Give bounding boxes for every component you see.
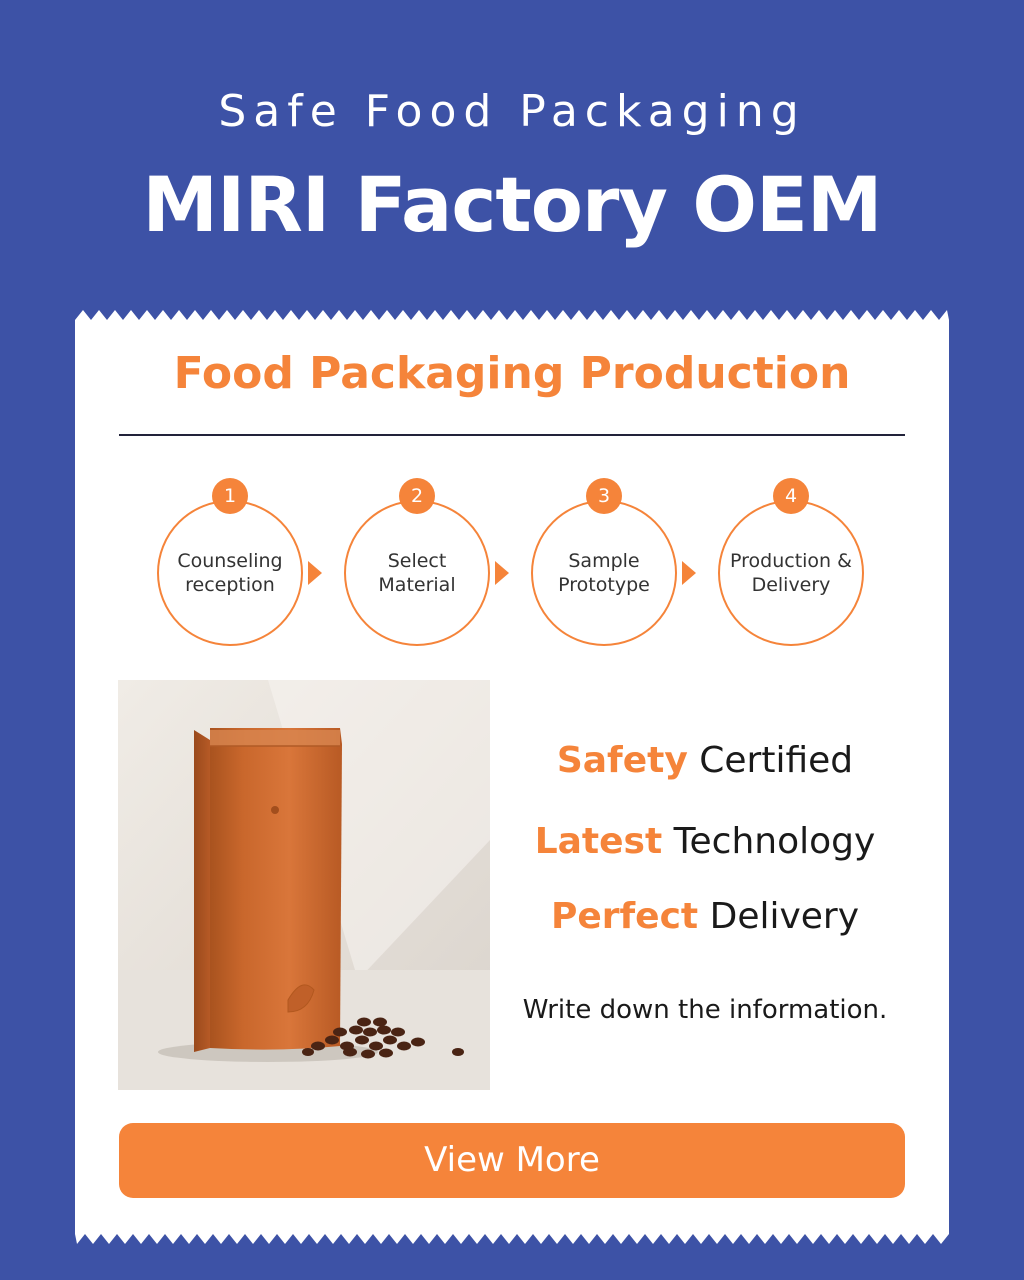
feature-delivery: Perfect Delivery: [500, 896, 910, 937]
step-3-number: 3: [586, 478, 622, 514]
feature-technology-highlight: Latest: [534, 821, 663, 862]
hero-title: MIRI Factory OEM: [142, 160, 882, 249]
feature-delivery-highlight: Perfect: [550, 896, 699, 937]
step-3-circle: Sample Prototype: [531, 500, 677, 646]
arrow-right-icon: [495, 561, 509, 585]
info-note: Write down the information.: [522, 995, 888, 1025]
step-4-circle: Production & Delivery: [718, 500, 864, 646]
step-2-label: Select Material: [378, 550, 456, 596]
step-1-circle: Counseling reception: [157, 500, 303, 646]
hero-subtitle: Safe Food Packaging: [218, 86, 806, 137]
arrow-right-icon: [682, 561, 696, 585]
step-1-label: Counseling reception: [177, 550, 283, 596]
step-3-label: Sample Prototype: [558, 550, 650, 596]
feature-technology: Latest Technology: [500, 821, 910, 862]
arrow-right-icon: [308, 561, 322, 585]
step-2-number: 2: [399, 478, 435, 514]
step-4-label: Production & Delivery: [730, 550, 852, 596]
view-more-button[interactable]: View More: [119, 1123, 905, 1198]
title-divider: [119, 434, 905, 436]
feature-technology-text: Technology: [673, 821, 876, 862]
feature-safety-highlight: Safety: [556, 740, 688, 781]
step-4-number: 4: [773, 478, 809, 514]
card-title: Food Packaging Production: [173, 348, 851, 399]
step-1-number: 1: [212, 478, 248, 514]
feature-delivery-text: Delivery: [709, 896, 860, 937]
feature-safety: Safety Certified: [500, 740, 910, 781]
step-2-circle: Select Material: [344, 500, 490, 646]
product-photo: [118, 680, 490, 1090]
feature-safety-text: Certified: [699, 740, 854, 781]
